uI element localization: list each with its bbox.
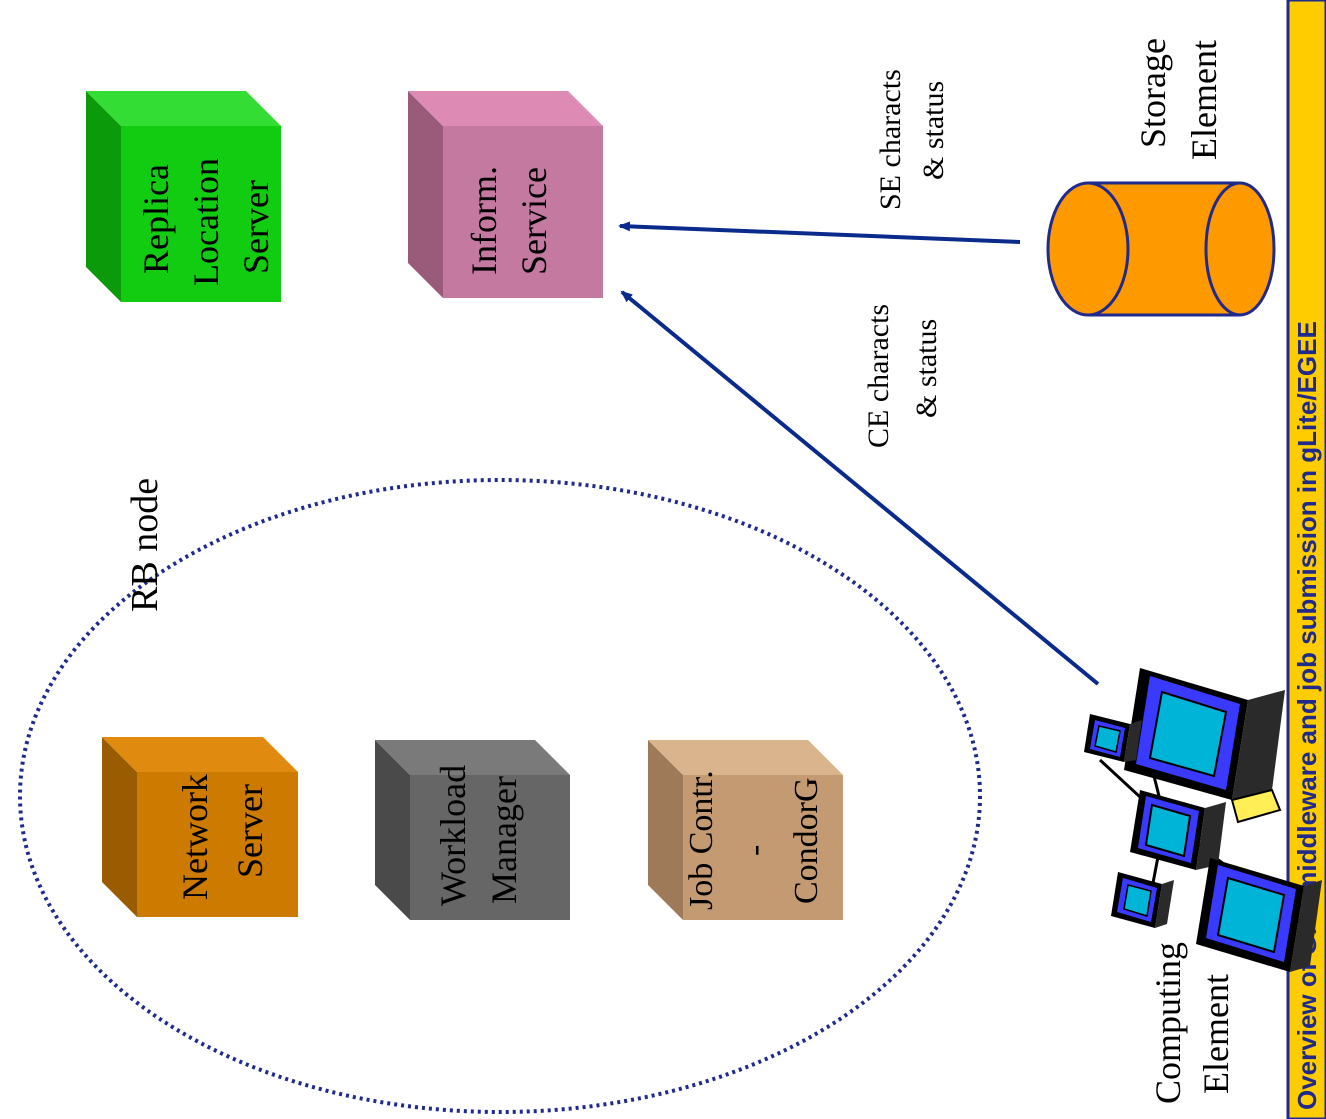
network-server-line2: Server bbox=[230, 784, 270, 878]
computing-element-line2: Element bbox=[1196, 974, 1236, 1094]
sidebar-text: Overview of Grid middleware and job subm… bbox=[1292, 321, 1322, 1110]
rb-node-label: RB node bbox=[124, 478, 166, 612]
ce-edge-label-line2: & status bbox=[910, 319, 943, 418]
workload-manager-box: Workload Manager bbox=[375, 740, 570, 920]
ce-edge-label-line1: CE characts bbox=[862, 304, 895, 448]
replica-location-server-line3: Server bbox=[236, 180, 276, 274]
job-controller-line3: CondorG bbox=[788, 777, 825, 904]
se-edge-label-line1: SE characts bbox=[874, 69, 907, 210]
information-service-box: Inform. Service bbox=[408, 91, 603, 298]
workload-manager-line1: Workload bbox=[433, 765, 473, 906]
computing-element-line1: Computing bbox=[1148, 942, 1188, 1104]
information-service-line2: Service bbox=[514, 167, 554, 275]
job-controller-box: Job Contr. - CondorG bbox=[648, 740, 843, 920]
replica-location-server-line2: Location bbox=[186, 158, 226, 286]
information-service-line1: Inform. bbox=[464, 166, 504, 275]
ce-to-is-arrow bbox=[620, 290, 1100, 686]
storage-element-line1: Storage bbox=[1133, 38, 1173, 148]
network-server-line1: Network bbox=[175, 774, 215, 900]
storage-element-line2: Element bbox=[1184, 40, 1224, 160]
network-server-box: Network Server bbox=[102, 737, 298, 917]
se-edge-label-line2: & status bbox=[917, 81, 950, 180]
workload-manager-line2: Manager bbox=[484, 776, 524, 904]
computing-element-icon bbox=[1084, 668, 1322, 972]
storage-element-icon bbox=[1046, 181, 1276, 317]
replica-location-server-line1: Replica bbox=[136, 164, 176, 274]
computer-icon-3 bbox=[1196, 858, 1322, 972]
computer-icon-1 bbox=[1124, 668, 1285, 824]
se-to-is-arrow bbox=[618, 221, 1021, 244]
job-controller-line2: - bbox=[736, 845, 773, 856]
computer-icon-4 bbox=[1084, 714, 1142, 762]
computer-icon-2 bbox=[1130, 790, 1226, 870]
job-controller-line1: Job Contr. bbox=[683, 770, 720, 910]
computer-icon-5 bbox=[1111, 872, 1174, 928]
rb-node-boundary bbox=[18, 478, 982, 1114]
replica-location-server-box: Replica Location Server bbox=[86, 91, 281, 302]
